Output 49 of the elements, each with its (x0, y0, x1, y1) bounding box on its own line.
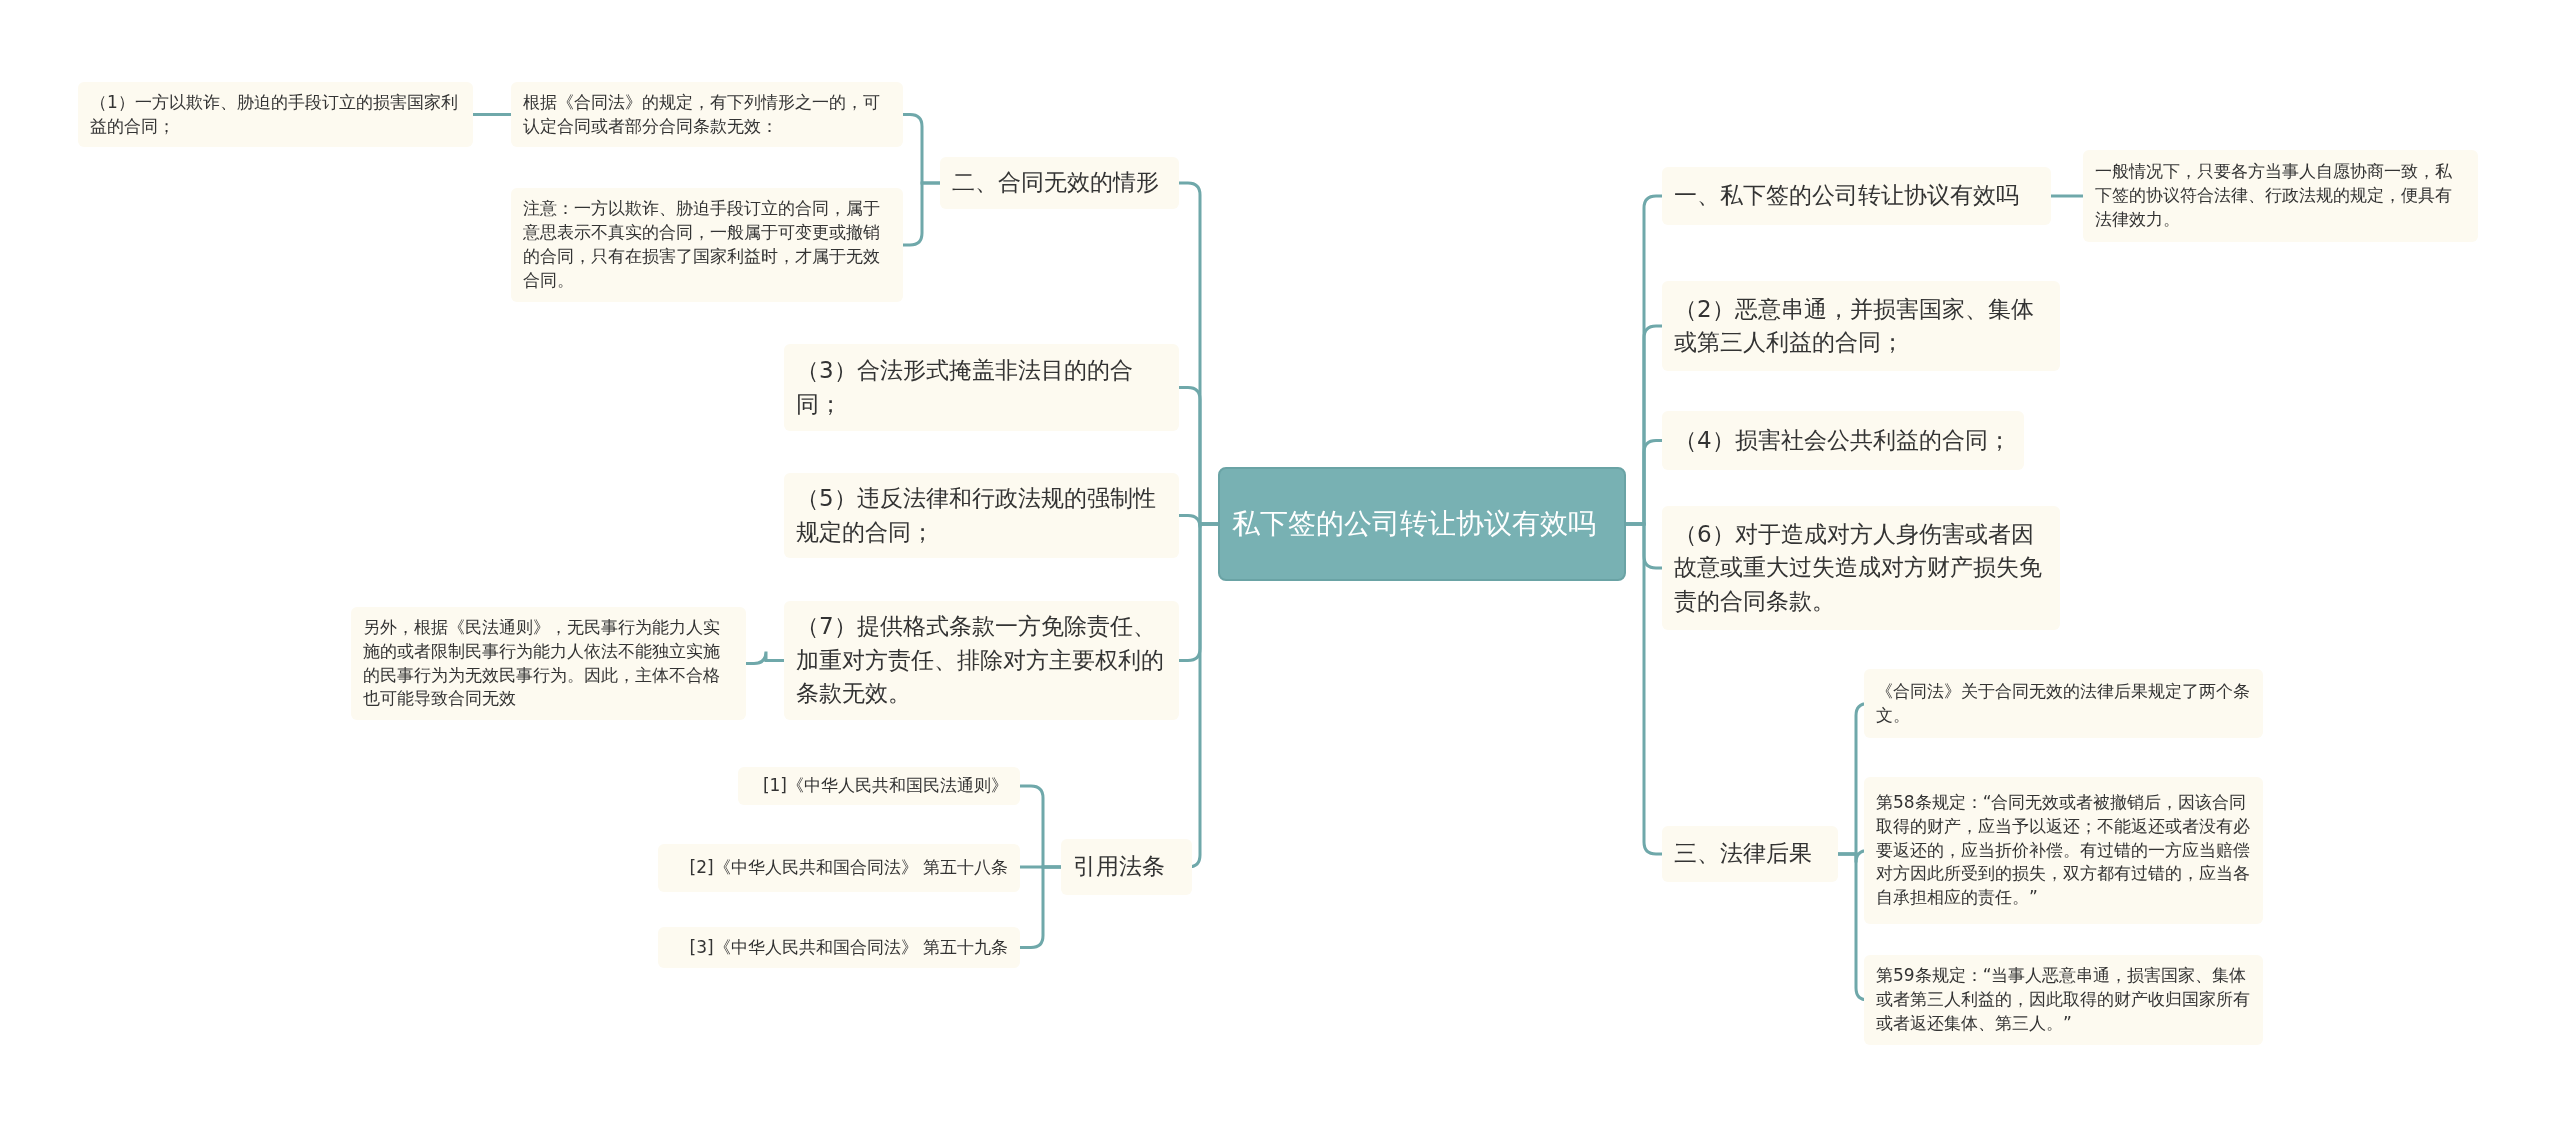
connector (903, 181, 940, 247)
note-box (351, 607, 746, 720)
topic-box (1662, 826, 1838, 882)
node-text: （2）恶意串通，并损害国家、集体或第三人利益的合同； (1674, 294, 2035, 357)
node-text: 另外，根据《民法通则》，无民事行为能力人实施的或者限制民事行为能力人依法不能独立实施的民事行为为无效民事行为。因此，主体不合格也可能导致合同无效 (363, 615, 721, 711)
topic-box (1662, 167, 2051, 225)
topic-box (1662, 506, 2060, 630)
node-text: 第58条规定：“合同无效或者被撤销后，因该合同取得的财产，应当予以返还；不能返还或者没有必要返还的，应当折价补偿。有过错的一方应当赔偿对方因此所受到的损失，双方都有过错的，应当各自承担相应的责任。” (1876, 791, 2251, 910)
node-text: 一、私下签的公司转让协议有效吗 (1674, 181, 2019, 211)
node-text: 一般情况下，只要各方当事人自愿协商一致，私下签的协议符合法律、行政法规的规定，便具有法律效力。 (2095, 160, 2453, 231)
connector (746, 650, 784, 665)
node-text: （3）合法形式掩盖非法目的的合同； (796, 356, 1134, 419)
note-box (738, 767, 1020, 805)
connector (1020, 865, 1061, 949)
note-box (1864, 955, 2263, 1045)
connector (473, 113, 511, 116)
note-box (1864, 777, 2263, 924)
topic-box (784, 344, 1179, 431)
note-box (511, 188, 903, 302)
node-text: [1]《中华人民共和国民法通则》 (762, 774, 1008, 798)
node-text: 第59条规定：“当事人恶意串通，损害国家、集体或者第三人利益的，因此取得的财产收归国家所有或者返还集体、第三人。” (1876, 964, 2251, 1035)
note-box (78, 82, 473, 147)
topic-box (1662, 281, 2060, 371)
root-topic (1218, 467, 1626, 581)
node-text: （5）违反法律和行政法规的强制性规定的合同； (796, 484, 1157, 547)
node-text: 注意：一方以欺诈、胁迫手段订立的合同，属于意思表示不真实的合同，一般属于可变更或撤销的合同，只有在损害了国家利益时，才属于无效合同。 (523, 197, 881, 292)
node-text: 引用法条 (1073, 852, 1165, 882)
topic-box (1061, 839, 1192, 895)
node-text: 二、合同无效的情形 (952, 168, 1159, 198)
topic-box (784, 601, 1179, 720)
node-text: （6）对于造成对方人身伤害或者因故意或重大过失造成对方财产损失免责的合同条款。 (1674, 520, 2043, 616)
note-box (2083, 150, 2478, 242)
note-box (1864, 669, 2263, 738)
node-text: [3]《中华人民共和国合同法》 第五十九条 (689, 935, 1008, 959)
note-box (511, 82, 903, 147)
note-box (658, 927, 1020, 968)
node-text: 《合同法》关于合同无效的法律后果规定了两个条文。 (1876, 679, 2251, 727)
node-text: 三、法律后果 (1674, 839, 1812, 869)
topic-box (940, 157, 1179, 209)
node-text: 根据《合同法》的规定，有下列情形之一的，可认定合同或者部分合同条款无效： (523, 90, 881, 138)
connector (2051, 194, 2083, 198)
node-text: 私下签的公司转让协议有效吗 (1232, 505, 1596, 542)
topic-box (784, 473, 1179, 558)
node-text: [2]《中华人民共和国合同法》 第五十八条 (689, 856, 1008, 880)
note-box (658, 844, 1020, 892)
node-text: （4）损害社会公共利益的合同； (1674, 425, 2011, 455)
topic-box (1662, 411, 2024, 470)
node-text: （7）提供格式条款一方免除责任、加重对方责任、排除对方主要权利的条款无效。 (796, 612, 1165, 709)
node-text: （1）一方以欺诈、胁迫的手段订立的损害国家利益的合同； (90, 90, 459, 138)
